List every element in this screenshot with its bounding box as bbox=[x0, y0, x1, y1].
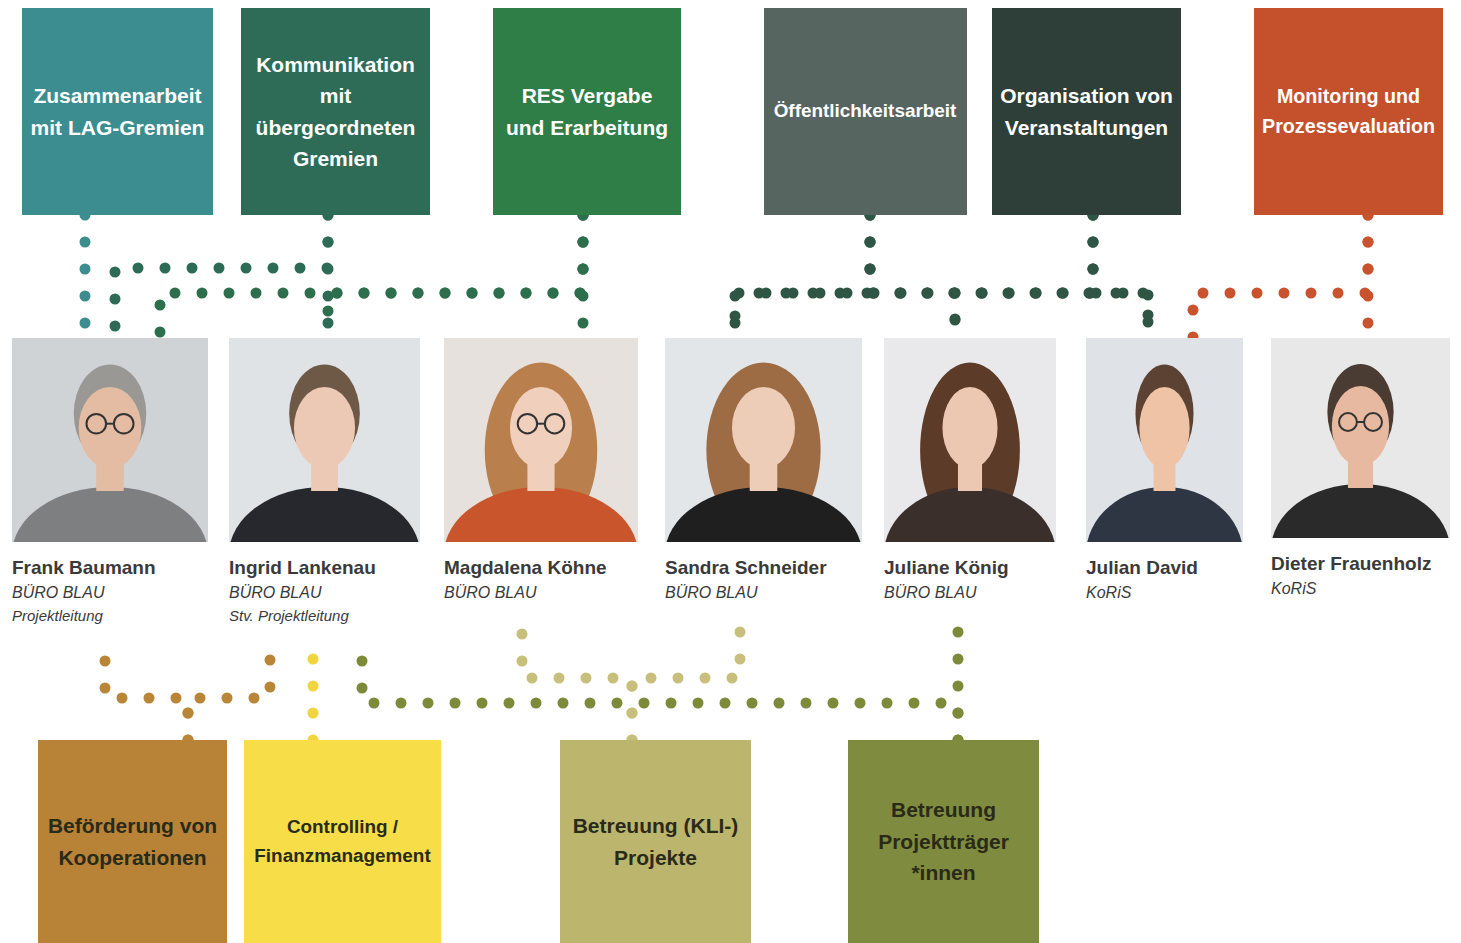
face bbox=[732, 387, 795, 469]
team-member: Juliane KönigBÜRO BLAU bbox=[884, 338, 1056, 613]
shoulders bbox=[444, 487, 638, 542]
task-label: RES Vergabe und Erarbeitung bbox=[501, 80, 673, 143]
organisation-name: KoRiS bbox=[1086, 581, 1243, 605]
person-name: Magdalena Köhne bbox=[444, 556, 638, 581]
face bbox=[942, 387, 997, 469]
portrait-photo bbox=[444, 338, 638, 542]
task-box: RES Vergabe und Erarbeitung bbox=[493, 8, 681, 215]
person-name: Julian David bbox=[1086, 556, 1243, 581]
portrait-photo bbox=[12, 338, 208, 542]
dotted-connector bbox=[735, 215, 870, 338]
team-member: Dieter FrauenholzKoRiS bbox=[1271, 338, 1450, 609]
shoulders bbox=[665, 487, 862, 542]
organisation-name: BÜRO BLAU bbox=[229, 581, 420, 605]
task-box: Kommunikation mit übergeordneten Gremien bbox=[241, 8, 430, 215]
dotted-connector bbox=[115, 215, 328, 338]
organisation-name: BÜRO BLAU bbox=[444, 581, 638, 605]
dotted-connector bbox=[522, 613, 632, 740]
dotted-connector bbox=[1193, 215, 1368, 338]
task-box: Zusammenarbeit mit LAG-Gremien bbox=[22, 8, 213, 215]
team-member: Julian DavidKoRiS bbox=[1086, 338, 1243, 613]
glasses bbox=[518, 414, 537, 433]
dotted-connector bbox=[308, 635, 319, 740]
dotted-connector bbox=[1363, 215, 1374, 338]
person-name: Sandra Schneider bbox=[665, 556, 862, 581]
shoulders bbox=[1086, 487, 1243, 542]
portrait-photo bbox=[884, 338, 1056, 542]
glasses bbox=[1357, 421, 1364, 423]
glasses bbox=[1364, 413, 1382, 431]
task-box: Beförderung von Kooperationen bbox=[38, 740, 227, 943]
team-member: Frank BaumannBÜRO BLAUProjektleitung bbox=[12, 338, 208, 635]
task-label: Organisation von Veranstaltungen bbox=[1000, 80, 1173, 143]
dotted-connector bbox=[105, 635, 188, 740]
task-label: Monitoring und Prozessevaluation bbox=[1262, 82, 1435, 141]
shoulders bbox=[229, 487, 420, 542]
team-member: Magdalena KöhneBÜRO BLAU bbox=[444, 338, 638, 613]
portrait-photo bbox=[229, 338, 420, 542]
organisation-name: BÜRO BLAU bbox=[12, 581, 208, 605]
team-member: Ingrid LankenauBÜRO BLAUStv. Projektleit… bbox=[229, 338, 420, 635]
portrait-photo bbox=[665, 338, 862, 542]
task-label: Beförderung von Kooperationen bbox=[46, 810, 219, 873]
role-label: Projektleitung bbox=[12, 605, 208, 628]
task-box: Öffentlichkeitsarbeit bbox=[764, 8, 967, 215]
face bbox=[294, 387, 355, 469]
organisation-name: KoRiS bbox=[1271, 577, 1450, 601]
role-label: Stv. Projektleitung bbox=[229, 605, 420, 628]
dotted-connector bbox=[323, 215, 334, 338]
dotted-connector bbox=[955, 215, 1093, 338]
organisation-name: BÜRO BLAU bbox=[884, 581, 1056, 605]
face bbox=[79, 387, 142, 469]
dotted-connector bbox=[1093, 215, 1148, 338]
person-name: Dieter Frauenholz bbox=[1271, 552, 1450, 577]
glasses bbox=[114, 414, 134, 434]
face bbox=[1139, 387, 1189, 469]
glasses bbox=[86, 414, 106, 434]
dotted-connector bbox=[328, 215, 583, 338]
task-label: Öffentlichkeitsarbeit bbox=[774, 97, 957, 125]
team-member: Sandra SchneiderBÜRO BLAU bbox=[665, 338, 862, 613]
task-box: Betreuung Projektträger *innen bbox=[848, 740, 1039, 943]
person-name: Frank Baumann bbox=[12, 556, 208, 581]
task-label: Controlling / Finanzmanagement bbox=[252, 813, 433, 870]
portrait-photo bbox=[1086, 338, 1243, 542]
dotted-connector bbox=[870, 215, 955, 338]
face bbox=[510, 387, 572, 469]
task-box: Monitoring und Prozessevaluation bbox=[1254, 8, 1443, 215]
task-label: Zusammenarbeit mit LAG-Gremien bbox=[30, 80, 205, 143]
dotted-connector bbox=[578, 215, 589, 338]
dotted-connector bbox=[735, 215, 1093, 338]
task-box: Betreuung (KLI-) Projekte bbox=[560, 740, 751, 943]
shoulders bbox=[12, 487, 208, 542]
face bbox=[1332, 386, 1389, 466]
dotted-connector bbox=[80, 215, 91, 338]
glasses bbox=[106, 423, 114, 425]
glasses bbox=[537, 423, 545, 425]
dotted-connector bbox=[953, 613, 964, 740]
shoulders bbox=[884, 487, 1056, 542]
glasses bbox=[1339, 413, 1357, 431]
dotted-connector bbox=[362, 635, 958, 740]
glasses bbox=[545, 414, 564, 433]
organisation-name: BÜRO BLAU bbox=[665, 581, 862, 605]
task-label: Betreuung (KLI-) Projekte bbox=[568, 810, 743, 873]
task-box: Organisation von Veranstaltungen bbox=[992, 8, 1181, 215]
task-label: Betreuung Projektträger *innen bbox=[856, 794, 1031, 889]
dotted-connector bbox=[870, 215, 1148, 338]
shoulders bbox=[1271, 484, 1450, 538]
person-name: Ingrid Lankenau bbox=[229, 556, 420, 581]
dotted-connector bbox=[632, 613, 740, 740]
portrait-photo bbox=[1271, 338, 1450, 538]
dotted-connector bbox=[188, 635, 270, 740]
task-box: Controlling / Finanzmanagement bbox=[244, 740, 441, 943]
task-label: Kommunikation mit übergeordneten Gremien bbox=[249, 49, 422, 175]
person-name: Juliane König bbox=[884, 556, 1056, 581]
dotted-connector bbox=[160, 215, 583, 338]
